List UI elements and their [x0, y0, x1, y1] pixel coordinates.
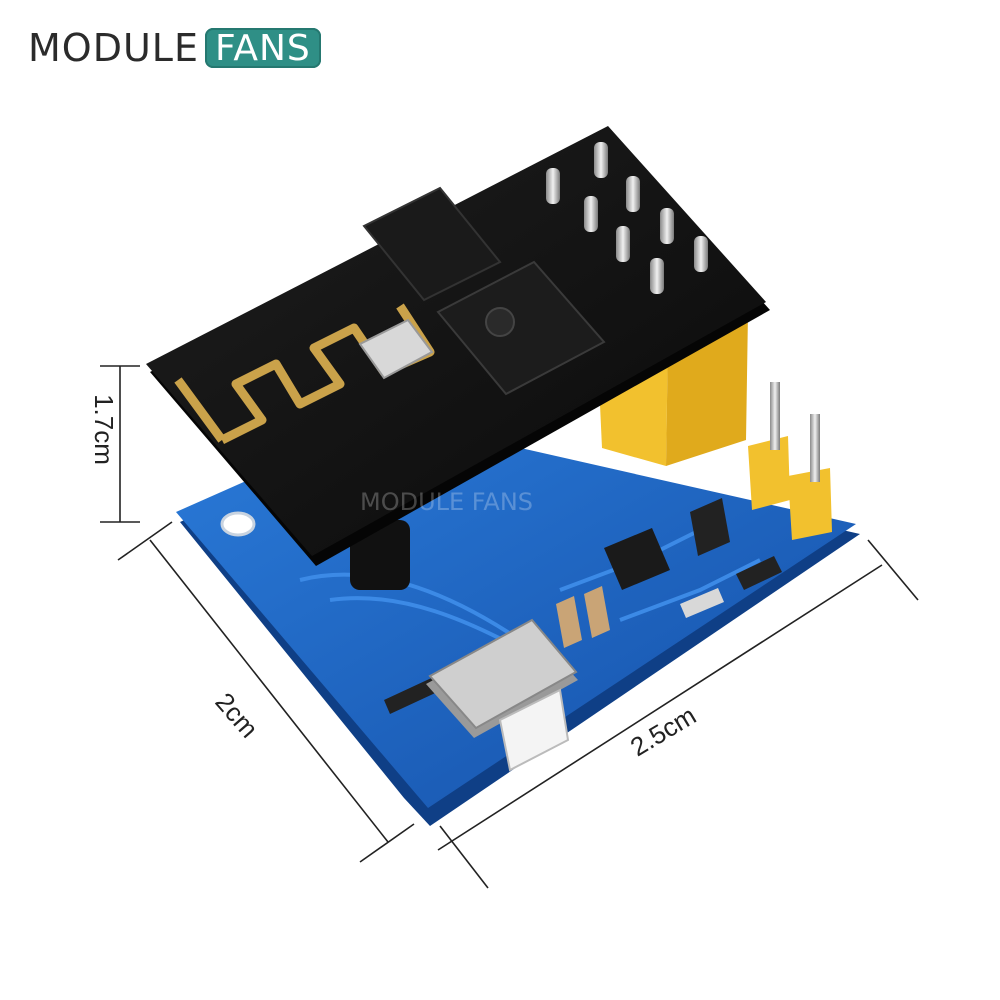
male-header [748, 382, 832, 540]
brand-name-part1: MODULE [28, 26, 199, 70]
brand-logo: MODULE FANS [28, 26, 321, 70]
tactile-switch [426, 618, 578, 772]
height-dimension-label: 1.7cm [88, 394, 119, 465]
dimension-lines [100, 365, 919, 889]
watermark: MODULE FANS [360, 488, 533, 516]
module-pins [546, 142, 708, 294]
brand-name-box: FANS [204, 27, 321, 69]
brand-name-part2: FANS [214, 27, 311, 69]
esp-module [146, 126, 770, 566]
